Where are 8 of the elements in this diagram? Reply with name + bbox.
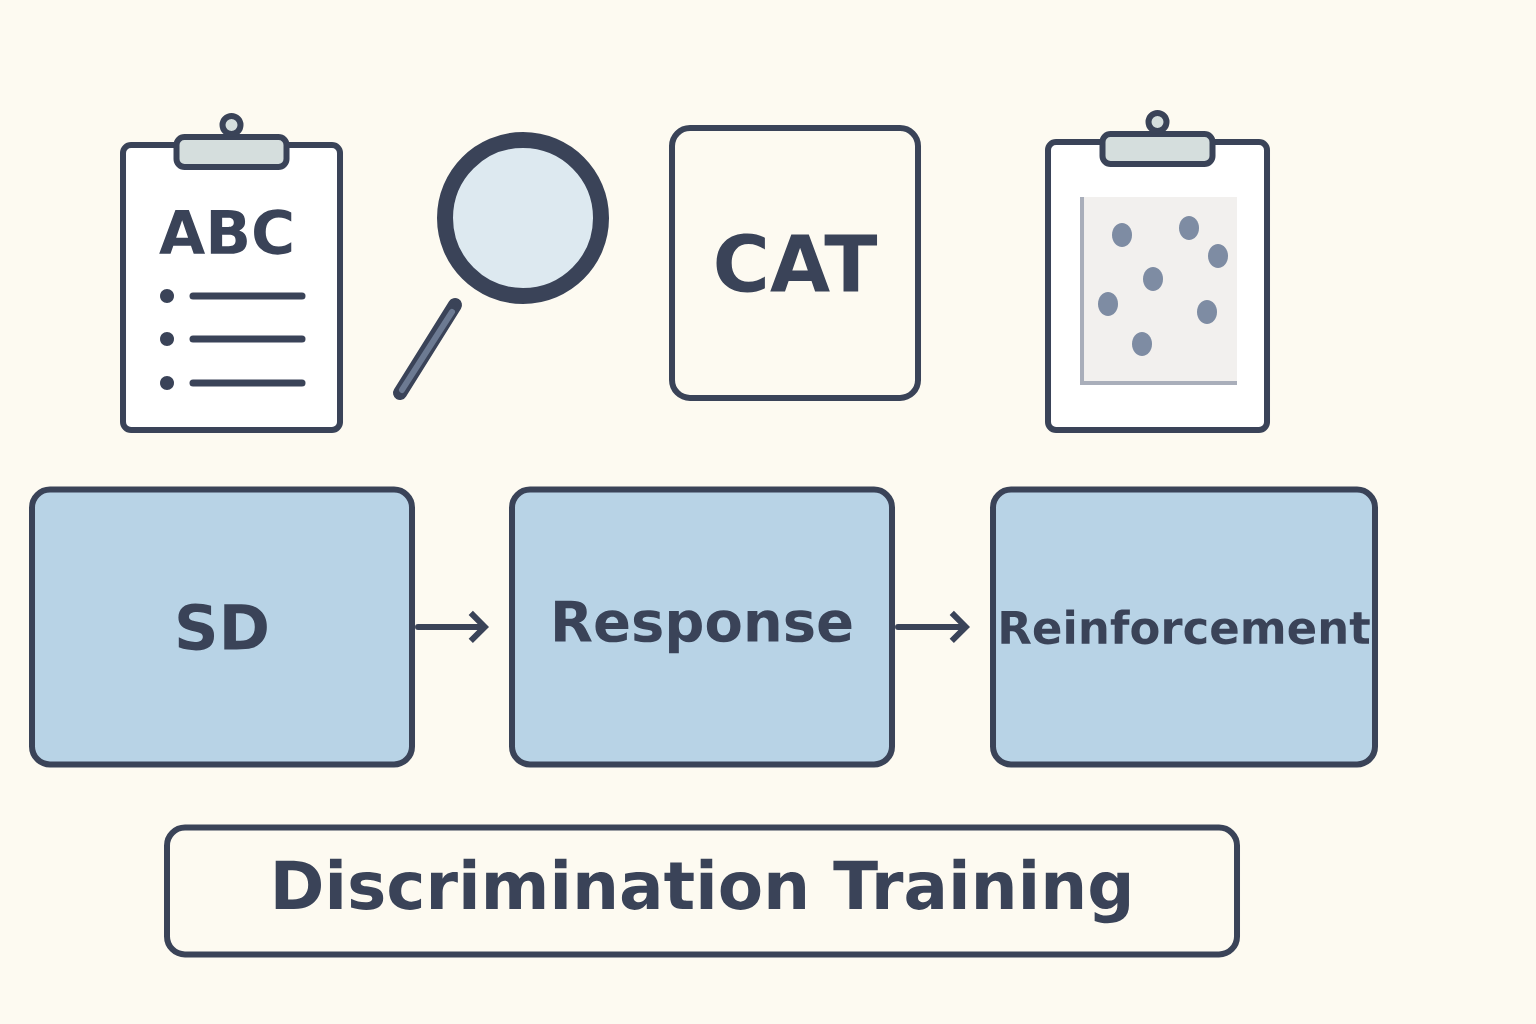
- clipboard-drawing: ABC: [120, 113, 343, 433]
- arrow: [895, 610, 970, 644]
- process-box: Response: [509, 486, 895, 768]
- process-box: Reinforcement: [990, 486, 1378, 768]
- label-box: CAT: [669, 125, 921, 401]
- arrow: [415, 610, 489, 644]
- process-box: SD: [29, 486, 415, 768]
- label-box: Discrimination Training: [164, 824, 1240, 958]
